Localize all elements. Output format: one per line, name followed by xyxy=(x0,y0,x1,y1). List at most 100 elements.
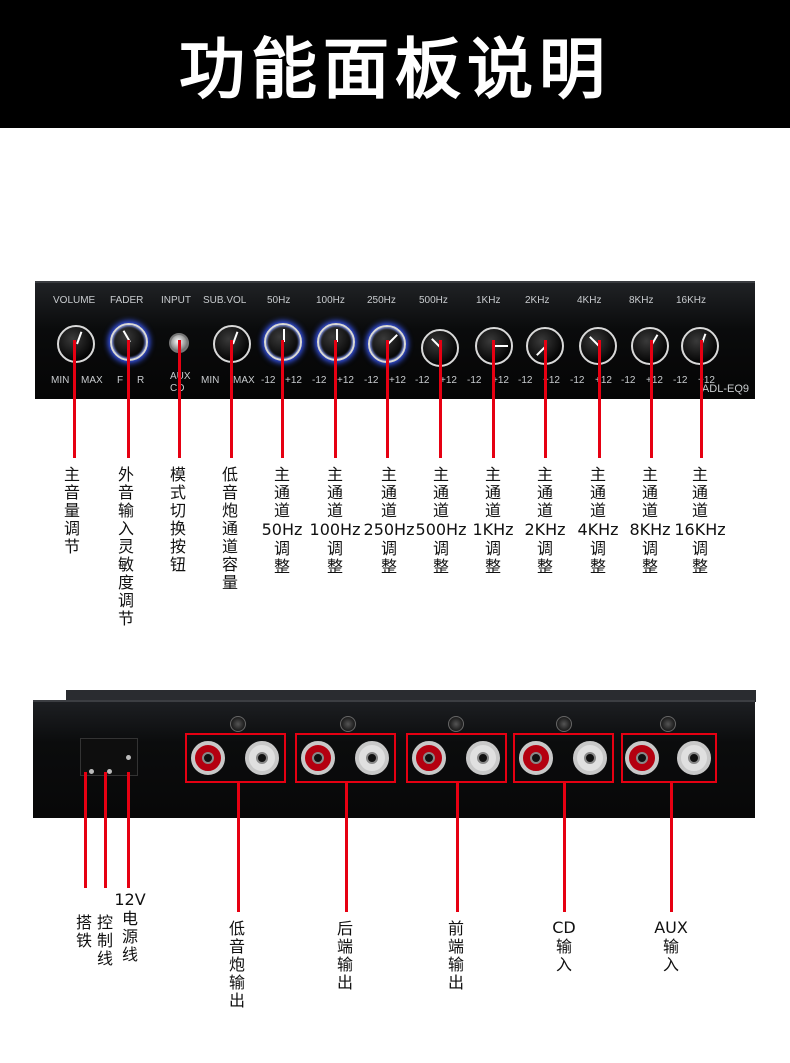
screw-icon xyxy=(660,716,676,732)
scale-label: +12 xyxy=(543,375,560,386)
rca-jack-white[interactable] xyxy=(466,741,500,775)
leader-line xyxy=(127,340,130,458)
caption-text: 控制线 xyxy=(97,913,114,968)
leader-line xyxy=(84,772,87,888)
rca-jack-white[interactable] xyxy=(355,741,389,775)
sub-output-jacks[interactable] xyxy=(185,733,286,783)
caption-cd: CD xyxy=(552,918,576,937)
caption-freq: 500Hz xyxy=(415,520,467,539)
rca-jack-red[interactable] xyxy=(301,741,335,775)
back-panel-edge xyxy=(66,690,756,702)
leader-line xyxy=(104,772,107,888)
leader-line xyxy=(281,340,284,458)
caption-main-volume: 主音量调节 xyxy=(64,466,80,556)
cd-input-jacks[interactable] xyxy=(513,733,614,783)
caption-text: 模式切换按钮 xyxy=(170,465,187,574)
pin-power xyxy=(126,755,131,760)
caption-text: 调整 xyxy=(432,539,449,576)
caption-freq: 8KHz xyxy=(629,520,671,539)
caption-sub-output: 低音炮输出 xyxy=(229,920,245,1010)
scale-label: +12 xyxy=(646,375,663,386)
caption-text: 主通道 xyxy=(432,465,449,520)
scale-label: -12 xyxy=(621,375,636,386)
volume-knob[interactable] xyxy=(57,325,95,363)
label-100hz: 100Hz xyxy=(316,295,345,306)
leader-line xyxy=(127,772,130,888)
rca-jack-white[interactable] xyxy=(573,741,607,775)
leader-line xyxy=(230,340,233,458)
rca-jack-red[interactable] xyxy=(191,741,225,775)
caption-text: 主通道 xyxy=(641,465,658,520)
scale-label: CD xyxy=(170,383,184,394)
caption-sub-volume: 低音炮通道容量 xyxy=(222,466,238,592)
caption-freq: 250Hz xyxy=(363,520,415,539)
caption-front-output: 前端输出 xyxy=(448,920,464,992)
rca-jack-red[interactable] xyxy=(412,741,446,775)
caption-text: 调整 xyxy=(641,539,658,576)
caption-text: 主通道 xyxy=(589,465,606,520)
leader-line xyxy=(73,340,76,458)
leader-line xyxy=(439,340,442,458)
leader-line xyxy=(544,340,547,458)
leader-line xyxy=(178,340,181,458)
scale-label: MAX xyxy=(81,375,103,386)
scale-label: -12 xyxy=(570,375,585,386)
caption-text: 主通道 xyxy=(691,465,708,520)
caption-text: 输入 xyxy=(555,937,572,974)
leader-line xyxy=(598,340,601,458)
scale-label: MIN xyxy=(201,375,220,386)
caption-freq: 4KHz xyxy=(577,520,619,539)
caption-text: 主音量调节 xyxy=(64,465,81,556)
leader-line xyxy=(345,782,348,912)
caption-text: 主通道 xyxy=(536,465,553,520)
power-connector[interactable] xyxy=(80,738,138,776)
label-50hz: 50Hz xyxy=(267,295,291,306)
scale-label: -12 xyxy=(518,375,533,386)
scale-label: -12 xyxy=(312,375,327,386)
label-1khz: 1KHz xyxy=(476,295,501,306)
screw-icon xyxy=(448,716,464,732)
label-4khz: 4KHz xyxy=(577,295,602,306)
front-panel: VOLUME FADER INPUT SUB.VOL 50Hz 100Hz 25… xyxy=(35,281,755,399)
scale-label: -12 xyxy=(467,375,482,386)
label-volume: VOLUME xyxy=(53,295,96,306)
label-250hz: 250Hz xyxy=(367,295,396,306)
leader-line xyxy=(492,340,495,458)
scale-label: +12 xyxy=(337,375,354,386)
leader-line xyxy=(563,782,566,912)
caption-text: 低音炮输出 xyxy=(229,919,246,1010)
label-16khz: 16KHz xyxy=(676,295,707,306)
scale-label: -12 xyxy=(364,375,379,386)
caption-rear-output: 后端输出 xyxy=(337,920,353,992)
caption-freq: 16KHz xyxy=(674,520,726,539)
leader-line xyxy=(334,340,337,458)
rca-jack-red[interactable] xyxy=(519,741,553,775)
rca-jack-red[interactable] xyxy=(625,741,659,775)
rca-jack-white[interactable] xyxy=(245,741,279,775)
rear-output-jacks[interactable] xyxy=(295,733,396,783)
caption-control-wire: 控制线 xyxy=(97,914,113,968)
leader-line xyxy=(650,340,653,458)
caption-freq: 50Hz xyxy=(261,520,303,539)
caption-text: 调整 xyxy=(380,539,397,576)
caption-text: 主通道 xyxy=(484,465,501,520)
front-output-jacks[interactable] xyxy=(406,733,507,783)
leader-line xyxy=(670,782,673,912)
caption-text: 调整 xyxy=(536,539,553,576)
scale-label: -12 xyxy=(261,375,276,386)
caption-freq: 1KHz xyxy=(472,520,514,539)
aux-input-jacks[interactable] xyxy=(621,733,717,783)
page-title: 功能面板说明 xyxy=(179,31,611,108)
caption-text: 调整 xyxy=(326,539,343,576)
caption-text: 低音炮通道容量 xyxy=(222,465,239,592)
rca-jack-white[interactable] xyxy=(677,741,711,775)
model-number: ADL-EQ9 xyxy=(701,383,749,395)
label-input: INPUT xyxy=(161,295,191,306)
